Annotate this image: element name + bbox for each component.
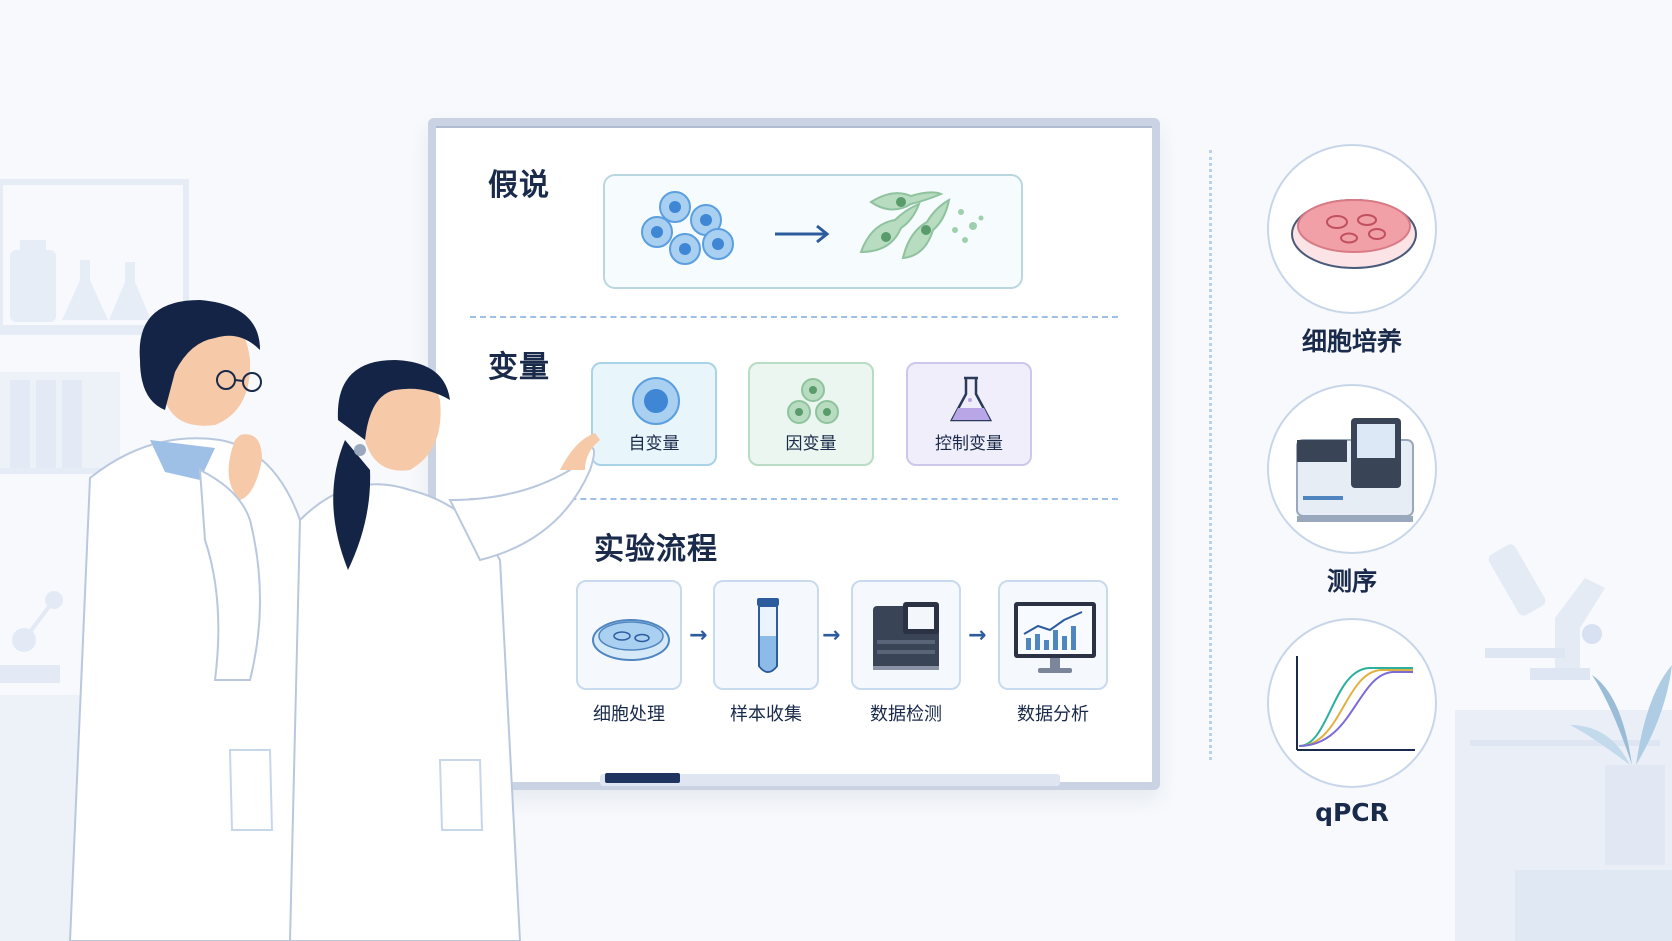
single-cell-icon <box>632 377 680 425</box>
column-divider <box>1209 150 1212 760</box>
sequencing-machine-icon <box>1296 418 1414 522</box>
workflow-step-label: 细胞处理 <box>593 704 665 725</box>
workflow-step-data-detection <box>851 580 961 690</box>
background-bench <box>1455 544 1672 941</box>
section-divider <box>470 316 1118 318</box>
workflow-step-data-analysis <box>998 580 1108 690</box>
arrow-right-icon: → <box>822 623 841 648</box>
petri-dish-icon <box>592 619 670 661</box>
variable-card-dependent: 因变量 <box>748 362 874 466</box>
hypothesis-illustration <box>641 191 984 265</box>
workflow-step-sample-collection <box>713 580 819 690</box>
tool-sequencing <box>1267 384 1437 554</box>
tool-qpcr <box>1267 618 1437 788</box>
scientists-illustration <box>68 300 600 941</box>
variable-label: 自变量 <box>628 434 680 454</box>
arrow-right-icon: → <box>968 623 987 648</box>
cell-cluster-icon <box>787 378 839 424</box>
test-tube-icon <box>757 598 779 673</box>
variable-card-independent: 自变量 <box>591 362 717 466</box>
variable-label: 控制变量 <box>935 434 1003 454</box>
tool-label: 细胞培养 <box>1301 327 1402 356</box>
workflow-title: 实验流程 <box>594 532 718 567</box>
section-divider <box>470 498 1118 500</box>
tool-label: 测序 <box>1326 567 1377 596</box>
workflow-step-label: 样本收集 <box>730 704 802 725</box>
arrow-right-icon: → <box>689 623 708 648</box>
variable-label: 因变量 <box>785 434 837 454</box>
amplification-curve-icon <box>1296 656 1415 751</box>
variables-title: 变量 <box>488 350 550 385</box>
male-scientist <box>68 300 322 941</box>
healthy-cells-icon <box>641 191 734 265</box>
flask-icon <box>949 376 993 422</box>
sequencer-icon <box>873 602 939 670</box>
monitor-chart-icon <box>1014 602 1096 673</box>
hypothesis-title: 假说 <box>488 168 550 203</box>
tool-cell-culture <box>1267 144 1437 314</box>
workflow-step-cell-treatment <box>576 580 682 690</box>
whiteboard-tray <box>600 774 1060 786</box>
female-scientist <box>288 360 600 941</box>
workflow-step-label: 数据检测 <box>870 704 942 725</box>
altered-cells-icon <box>859 191 984 260</box>
workflow-step-label: 数据分析 <box>1017 704 1089 725</box>
arrow-right-icon <box>775 224 830 244</box>
variable-card-controlled: 控制变量 <box>906 362 1032 466</box>
marker-icon <box>605 773 680 783</box>
culture-dish-icon <box>1291 199 1417 269</box>
tool-label: qPCR <box>1315 798 1389 827</box>
